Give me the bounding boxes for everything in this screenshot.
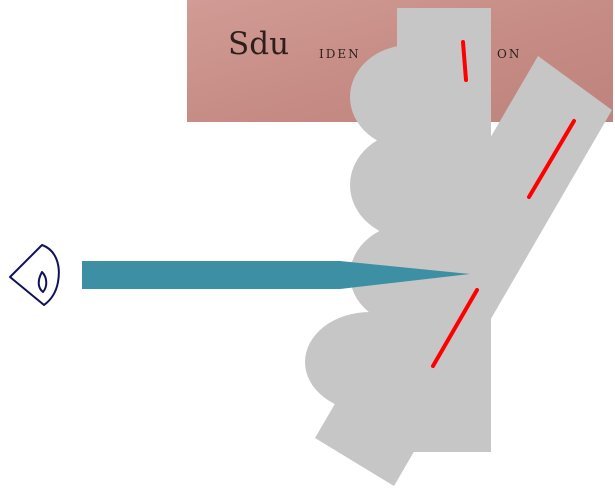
eye-icon [10, 245, 59, 305]
card-title: Sdu [228, 26, 289, 62]
card-label: IDEN [319, 47, 361, 61]
eye-pupil [39, 272, 47, 292]
card-label-tail: ON [497, 47, 521, 61]
eye-outline [10, 245, 59, 305]
